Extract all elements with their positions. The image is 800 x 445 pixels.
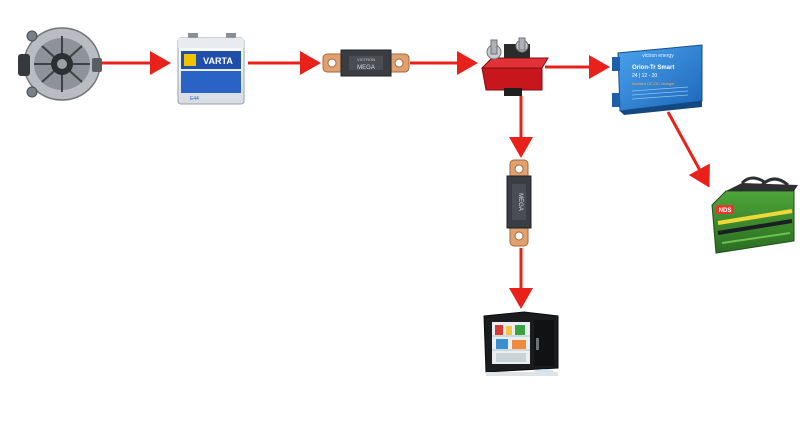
main-mega-fuse: VICTRON MEGA bbox=[322, 49, 410, 77]
starter-battery: VARTA E44 bbox=[177, 33, 245, 105]
arrow-charger-to-leisure-battery bbox=[666, 111, 710, 188]
leisure-battery-brand: NDS bbox=[719, 208, 732, 214]
charger-subtitle: Isolated DC-DC charger bbox=[632, 81, 675, 86]
starter-battery-model: E44 bbox=[190, 96, 199, 102]
charger-model: 24 | 12 - 20 bbox=[632, 73, 657, 79]
charger-brand: victron energy bbox=[642, 53, 674, 59]
main-fuse-brand: VICTRON bbox=[357, 57, 375, 62]
mini-fridge bbox=[483, 311, 559, 376]
leisure-battery: NDS bbox=[711, 176, 798, 254]
busbar bbox=[480, 37, 549, 96]
branch-fuse-label: MEGA bbox=[517, 193, 523, 211]
main-fuse-label: MEGA bbox=[357, 65, 375, 71]
starter-battery-brand: VARTA bbox=[203, 56, 233, 66]
charger-title: Orion-Tr Smart bbox=[632, 65, 674, 71]
dc-dc-charger: victron energy Orion-Tr Smart 24 | 12 - … bbox=[612, 44, 703, 115]
connection-arrows bbox=[102, 51, 710, 309]
branch-mega-fuse: MEGA bbox=[506, 159, 532, 247]
alternator bbox=[18, 27, 102, 101]
